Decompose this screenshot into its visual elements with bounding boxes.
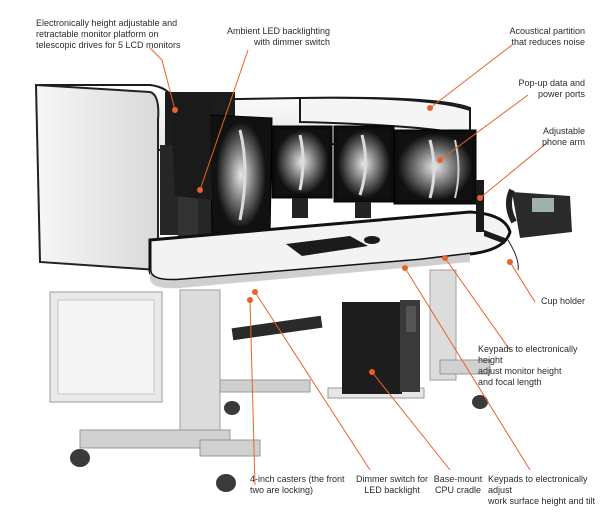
- callout-text: Ambient LED backlighting: [226, 26, 330, 36]
- callout-keypads-surface: Keypads to electronically adjust work su…: [488, 474, 600, 507]
- callout-text: two are locking): [250, 485, 314, 495]
- callout-text: telescopic drives for 5 LCD monitors: [36, 40, 181, 50]
- callout-text: that reduces noise: [511, 37, 585, 47]
- keyboard-mouse: [286, 236, 380, 256]
- leader-lines: [149, 44, 549, 486]
- callout-phone-arm: Adjustable phone arm: [520, 126, 585, 148]
- callout-text: Dimmer switch for: [355, 474, 428, 484]
- callout-text: Acoustical partition: [509, 26, 585, 36]
- callout-text: Electronically height adjustable and: [36, 18, 178, 28]
- callout-keypads-monitor: Keypads to electronically height adjust …: [478, 344, 598, 388]
- callout-text: Cup holder: [540, 296, 585, 306]
- callout-text: CPU cradle: [434, 485, 481, 495]
- left-side-panel: [34, 83, 163, 403]
- callout-text: Pop-up data and: [518, 78, 585, 88]
- callout-dimmer-switch: Dimmer switch for LED backlight: [352, 474, 432, 496]
- callout-casters: 4-inch casters (the front two are lockin…: [250, 474, 360, 496]
- callout-popup-ports: Pop-up data and power ports: [490, 78, 585, 100]
- callout-text: Adjustable: [542, 126, 585, 136]
- callout-text: adjust monitor height: [478, 366, 562, 376]
- callout-acoustical-partition: Acoustical partition that reduces noise: [470, 26, 585, 48]
- callout-text: 4-inch casters (the front: [250, 474, 345, 484]
- callout-cup-holder: Cup holder: [520, 296, 585, 307]
- callout-text: retractable monitor platform on: [36, 29, 159, 39]
- callout-text: Base-mount: [433, 474, 483, 484]
- phone-arm: [476, 180, 572, 271]
- callout-text: Keypads to electronically adjust: [488, 474, 588, 495]
- callout-text: work surface height and tilt: [488, 496, 596, 506]
- callout-cpu-cradle: Base-mount CPU cradle: [428, 474, 488, 496]
- callout-text: and focal length: [478, 377, 542, 387]
- callout-led-backlighting: Ambient LED backlighting with dimmer swi…: [220, 26, 330, 48]
- callout-monitor-platform: Electronically height adjustable and ret…: [36, 18, 181, 51]
- callout-text: LED backlight: [364, 485, 420, 495]
- callout-text: phone arm: [541, 137, 585, 147]
- callout-text: with dimmer switch: [253, 37, 330, 47]
- desk-base: [70, 269, 491, 492]
- lcd-monitors: [170, 95, 477, 239]
- callout-text: Keypads to electronically height: [478, 344, 578, 365]
- callout-text: power ports: [537, 89, 585, 99]
- cpu-tower: [327, 300, 425, 399]
